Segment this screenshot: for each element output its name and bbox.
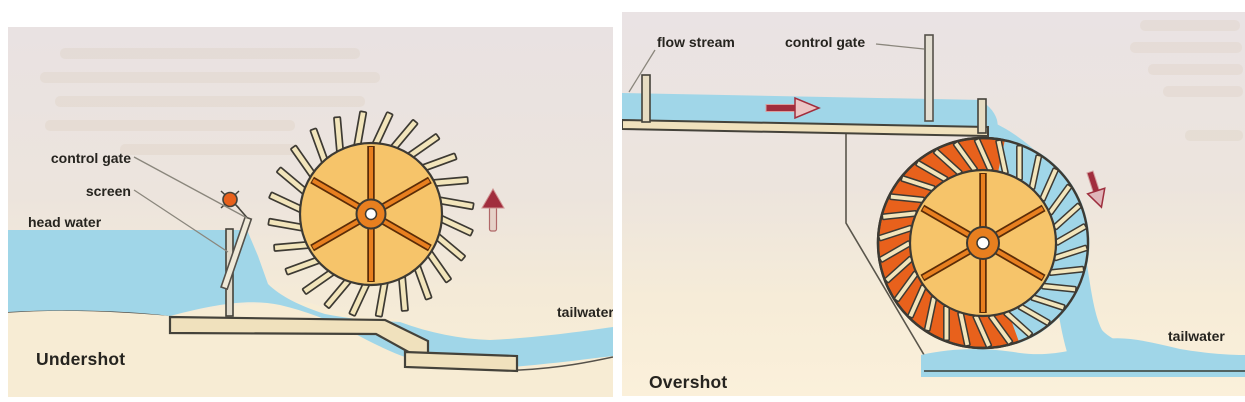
print-bleed-texture — [40, 48, 380, 155]
undershot-caption: Undershot — [36, 349, 125, 369]
screen-leader — [133, 189, 229, 253]
down-arrow-icon — [1086, 170, 1106, 209]
tailwater-pool — [921, 338, 1245, 377]
overshot-panel: flow stream control gate tailwater Overs… — [622, 12, 1245, 396]
flow-stream-label: flow stream — [657, 34, 735, 50]
undershot-wheel — [267, 110, 475, 318]
control-gate-leader — [875, 43, 925, 50]
control-gate-bar — [924, 34, 934, 122]
control-gate-label: control gate — [785, 34, 865, 50]
control-gate-leader — [133, 156, 248, 219]
print-bleed-texture — [1130, 20, 1243, 141]
flow-stream-leader — [628, 49, 656, 93]
undershot-panel: control gate screen head water tailwater… — [8, 27, 613, 397]
overshot-wheel — [876, 136, 1090, 350]
masonry-wall-edge — [845, 134, 934, 371]
river-bed — [8, 302, 613, 397]
screen-label: screen — [86, 183, 131, 199]
undershot-svg: control gate screen head water tailwater… — [8, 27, 613, 397]
control-gate-label: control gate — [51, 150, 131, 166]
stilling-basin-plank — [403, 350, 519, 373]
tailwater-label-left: tailwater — [557, 304, 613, 320]
handwheel-icon — [220, 190, 240, 209]
flume-end-cap — [977, 98, 987, 134]
control-gate-assembly — [220, 190, 253, 291]
flume-bed-plank — [622, 118, 989, 138]
overshot-caption: Overshot — [649, 372, 727, 392]
water-undershot — [8, 230, 613, 369]
control-gate-bar — [220, 216, 253, 291]
flow-stream-post — [641, 74, 651, 123]
overshot-svg: flow stream control gate tailwater Overs… — [622, 12, 1245, 396]
up-arrow-icon — [481, 188, 505, 232]
tailwater-label-right: tailwater — [1168, 328, 1225, 344]
head-water-label: head water — [28, 214, 102, 230]
flow-arrow-icon — [765, 96, 821, 120]
